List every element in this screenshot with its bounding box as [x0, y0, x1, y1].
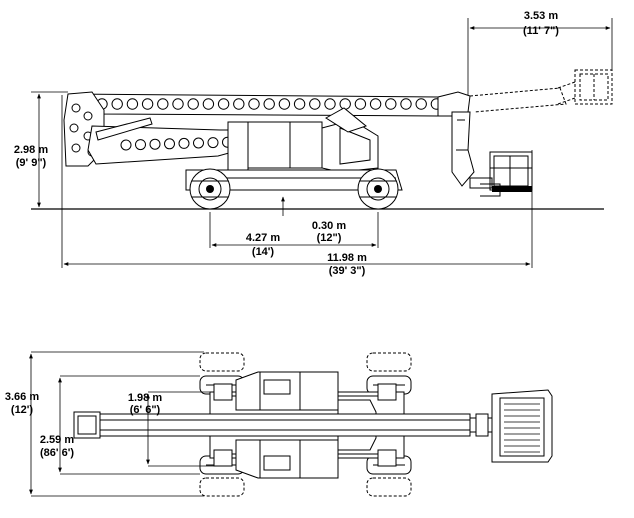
wheelbase-dimension: 4.27 m (14'): [211, 232, 377, 258]
width-extended-imperial: (12'): [11, 404, 34, 416]
top-machine-outline: [73, 352, 553, 497]
tail-swing-dimension: 3.53 m (11' 7"): [469, 10, 611, 37]
side-machine-outline: [63, 69, 613, 210]
ground-clearance-dimension: 0.30 m (12"): [281, 196, 346, 244]
side-extension-lines: [31, 18, 613, 268]
top-extension-lines: [31, 351, 214, 497]
width-retracted-metric: 2.59 m: [40, 434, 74, 446]
wheelbase-imperial: (14'): [252, 246, 275, 258]
stowed-height-metric: 2.98 m: [14, 144, 48, 156]
ground-clearance-imperial: (12"): [317, 232, 342, 244]
stowed-length-dimension: 11.98 m (39' 3"): [63, 252, 531, 277]
side-rear-wheel: [357, 168, 399, 210]
stowed-height-imperial: (9' 9"): [16, 157, 47, 169]
width-retracted-dimension: 2.59 m (86' 6'): [40, 377, 74, 473]
inside-dimension: 1.98 m (6' 6"): [128, 392, 162, 465]
stowed-height-dimension: 2.98 m (9' 9"): [14, 93, 48, 208]
ground-clearance-metric: 0.30 m: [312, 220, 346, 232]
top-view: 3.66 m (12') 2.59 m (86' 6') 1.98 m (6' …: [5, 351, 553, 497]
tail-swing-imperial: (11' 7"): [523, 25, 559, 37]
stowed-length-metric: 11.98 m: [327, 252, 367, 264]
boom-lightening-holes: [96, 98, 443, 110]
extended-wheels-dashed: [199, 352, 412, 497]
side-front-wheel: [189, 168, 231, 210]
tail-swing-metric: 3.53 m: [524, 10, 558, 22]
width-extended-dimension: 3.66 m (12'): [5, 353, 39, 495]
width-extended-metric: 3.66 m: [5, 391, 39, 403]
wheelbase-metric: 4.27 m: [246, 232, 280, 244]
width-retracted-imperial: (86' 6'): [40, 447, 74, 459]
inside-dimension-imperial: (6' 6"): [130, 404, 161, 416]
swung-platform-dashed: [469, 69, 613, 113]
side-view: 2.98 m (9' 9") 3.53 m (11' 7") 0.30 m (1…: [14, 10, 613, 277]
stowed-length-imperial: (39' 3"): [329, 265, 366, 277]
inside-dimension-metric: 1.98 m: [128, 392, 162, 404]
